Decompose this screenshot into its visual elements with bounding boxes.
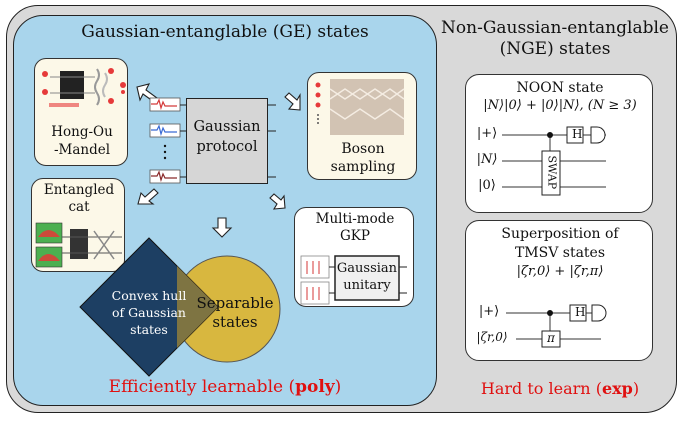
arrow-down <box>211 217 233 238</box>
noon-circuit <box>502 126 606 196</box>
convex-label-2: of Gaussian <box>112 305 186 320</box>
hard-prefix: Hard to learn ( <box>480 379 602 398</box>
tmsv-input-1: |+⟩ <box>478 304 500 319</box>
tmsv-title-1: Superposition of <box>501 226 619 242</box>
gkp-illustration <box>300 255 407 305</box>
boson-label-1: Boson <box>341 141 385 157</box>
arrow-gkp <box>269 193 286 210</box>
noon-swap-gate: SWAP <box>545 155 559 190</box>
noon-h-gate: H <box>572 127 583 141</box>
noon-formula: |N⟩|0⟩ + |0⟩|N⟩, (N ≥ 3) <box>483 98 637 113</box>
hom-label-1: Hong-Ou <box>51 124 113 140</box>
hard-suffix: ) <box>632 379 640 398</box>
gkp-label-2: GKP <box>340 228 370 244</box>
noon-card: NOON state |N⟩|0⟩ + |0⟩|N⟩, (N ≥ 3) H SW… <box>465 74 653 213</box>
gaussian-unitary-label-1: Gaussian <box>336 261 398 276</box>
gkp-label-1: Multi-mode <box>315 211 395 227</box>
nge-title-2: (NGE) states <box>499 39 611 59</box>
hom-label-2: -Mandel <box>53 142 111 158</box>
noon-title: NOON state <box>516 80 604 96</box>
tmsv-card: Superposition of TMSV states |ζr,0⟩ + |ζ… <box>465 220 653 361</box>
boson-card: Boson sampling <box>307 72 417 180</box>
efficiently-learnable-label: Efficiently learnable (poly) <box>40 377 410 398</box>
efficient-bold: poly <box>295 377 335 397</box>
noon-input-2: |N⟩ <box>476 152 498 167</box>
gaussian-unitary-label-2: unitary <box>343 278 391 293</box>
tmsv-formula: |ζr,0⟩ + |ζr,π⟩ <box>516 264 604 279</box>
tmsv-h-gate: H <box>575 305 586 319</box>
convex-label-3: states <box>130 322 168 337</box>
ge-title: Gaussian-entanglable (GE) states <box>81 22 369 42</box>
cat-card: Entangled cat <box>31 178 125 272</box>
gaussian-protocol-label-2: protocol <box>196 139 258 155</box>
separable-label-2: states <box>212 313 258 331</box>
overlap-region <box>177 266 218 348</box>
gkp-card: Multi-mode GKP Gaussian unitary <box>294 207 414 307</box>
hard-bold: exp <box>601 379 633 398</box>
boson-illustration <box>315 79 405 135</box>
hom-card: Hong-Ou -Mandel <box>34 58 128 166</box>
tmsv-circuit <box>506 304 607 348</box>
nge-title-1: Non-Gaussian-entanglable <box>441 18 669 38</box>
boson-label-2: sampling <box>330 159 396 175</box>
hom-illustration <box>42 68 126 107</box>
cat-illustration <box>35 222 122 268</box>
gaussian-protocol-label-1: Gaussian <box>193 119 261 135</box>
tmsv-pi-gate: π <box>547 331 555 345</box>
arrow-boson <box>284 92 301 111</box>
cat-label-2: cat <box>68 199 90 215</box>
tmsv-title-2: TMSV states <box>514 245 606 261</box>
hard-to-learn-label: Hard to learn (exp) <box>460 379 660 398</box>
separable-label-1: Separable <box>196 294 274 312</box>
arrow-cat <box>137 188 159 205</box>
noon-input-3: |0⟩ <box>478 178 496 193</box>
efficient-suffix: ) <box>334 377 342 397</box>
efficient-prefix: Efficiently learnable ( <box>108 377 296 397</box>
tmsv-input-2: |ζr,0⟩ <box>476 330 508 344</box>
convex-label-1: Convex hull <box>111 288 187 303</box>
gaussian-protocol-box: Gaussian protocol <box>186 98 268 184</box>
cat-label-1: Entangled <box>43 182 115 198</box>
noon-input-1: |+⟩ <box>476 126 498 141</box>
